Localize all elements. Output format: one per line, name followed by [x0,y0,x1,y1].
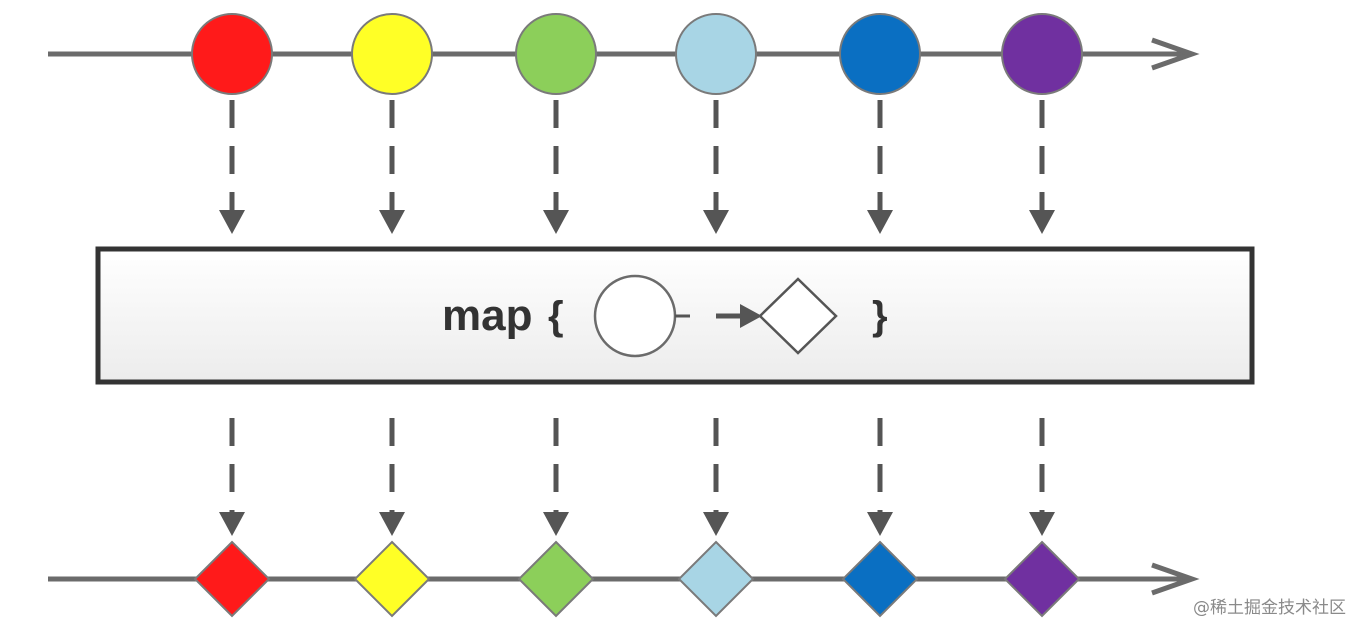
output-marble-5 [841,540,919,618]
output-marble-3 [517,540,595,618]
output-marble-6 [1003,540,1081,618]
input-arrowhead-6 [1029,210,1055,234]
input-arrowhead-2 [379,210,405,234]
output-marbles [193,540,1081,618]
input-timeline-arrowhead [1151,37,1200,71]
output-timeline-arrowhead [1151,562,1200,596]
operator-transform-arrowhead [740,304,762,328]
output-arrowhead-5 [867,512,893,536]
input-arrowhead-1 [219,210,245,234]
operator-output-diamond [758,277,838,355]
output-arrowhead-2 [379,512,405,536]
input-marble-2 [351,13,433,95]
input-marbles [191,13,1083,95]
input-marble-5 [839,13,921,95]
input-arrowhead-4 [703,210,729,234]
operator-box: map { } [95,246,1255,385]
operator-close-brace: } [872,294,888,338]
input-marble-3 [515,13,597,95]
output-arrowhead-1 [219,512,245,536]
output-marble-4 [677,540,755,618]
output-arrowhead-6 [1029,512,1055,536]
operator-name: map [442,291,532,340]
output-arrows [219,418,1055,536]
input-marble-1 [191,13,273,95]
output-arrowhead-4 [703,512,729,536]
output-arrowhead-3 [543,512,569,536]
input-arrows [219,100,1055,234]
input-arrowhead-5 [867,210,893,234]
output-marble-1 [193,540,271,618]
operator-open-brace: { [548,294,564,338]
input-marble-4 [675,13,757,95]
operator-input-circle [593,274,677,358]
output-marble-2 [353,540,431,618]
watermark: @稀土掘金技术社区 [1193,598,1346,618]
input-marble-6 [1001,13,1083,95]
input-arrowhead-3 [543,210,569,234]
